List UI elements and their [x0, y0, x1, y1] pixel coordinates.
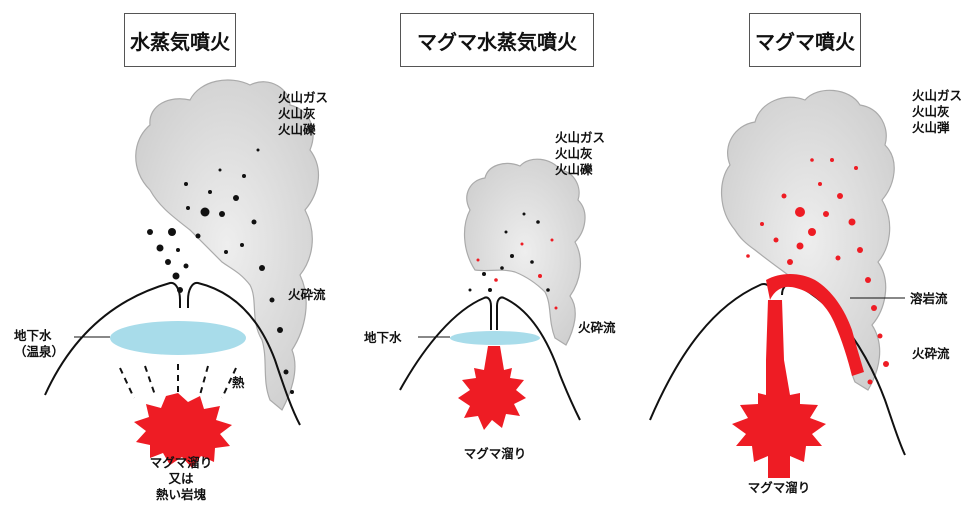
panel-3-plume — [722, 90, 895, 390]
panel-3-volcano-outline — [650, 284, 772, 420]
panel-3-lava-label: 溶岩流 — [910, 291, 948, 307]
panel-1-source-label: マグマ溜り 又は 熱い岩塊 — [126, 455, 236, 503]
panel-2-plume — [465, 159, 586, 345]
panel-1-heat-lines — [120, 364, 236, 398]
panel-1-groundwater — [110, 321, 246, 355]
panel-1-title: 水蒸気噴火 — [124, 13, 236, 67]
panel-3-magma-body — [732, 300, 826, 478]
panel-2-flow-label: 火砕流 — [578, 320, 616, 336]
panel-2-ejecta-label: 火山ガス 火山灰 火山礫 — [555, 130, 605, 178]
panel-3-graphics — [650, 90, 905, 478]
panel-1-ejecta-label: 火山ガス 火山灰 火山礫 — [278, 90, 328, 138]
panel-2-source-label: マグマ溜り — [440, 446, 550, 462]
panel-2-magma-body — [458, 346, 526, 430]
panel-3-ejecta-label: 火山ガス 火山灰 火山弾 — [912, 88, 962, 136]
panel-2-graphics — [400, 159, 585, 430]
panel-1-heat-label: 熱 — [232, 375, 245, 391]
panel-1-water-label: 地下水 （温泉） — [14, 328, 64, 360]
panel-3-source-label: マグマ溜り — [724, 480, 834, 496]
panel-3-title: マグマ噴火 — [749, 13, 861, 67]
panel-2-water-label: 地下水 — [364, 330, 402, 346]
panel-2-groundwater — [450, 331, 540, 345]
panel-1-flow-label: 火砕流 — [288, 287, 326, 303]
panel-1-graphics — [45, 80, 318, 468]
panel-3-flow-label: 火砕流 — [912, 346, 950, 362]
panel-2-title: マグマ水蒸気噴火 — [400, 13, 594, 67]
